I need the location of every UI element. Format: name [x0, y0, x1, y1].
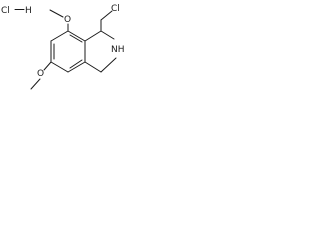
- chlorine-label: Cl: [111, 4, 120, 14]
- aromatic-bond-bottom-right: [67, 61, 86, 73]
- ring-bond-n-c3: [100, 57, 117, 73]
- ring-bond-c1: [84, 30, 102, 42]
- ring-bond-c3-c4: [84, 61, 102, 73]
- salt-chlorine-label: Cl: [1, 6, 10, 16]
- upper-oxygen-label: O: [64, 15, 71, 25]
- salt-hydrogen-label: H: [25, 6, 32, 16]
- ring-bond-c1-n: [100, 30, 115, 40]
- chloromethyl-bond-2: [100, 10, 113, 21]
- lower-oxygen-label: O: [37, 69, 44, 79]
- aromatic-bond-top: [67, 30, 86, 42]
- amine-label: NH: [111, 45, 125, 55]
- aromatic-bond-bottom-left: [50, 61, 69, 73]
- aromatic-double-bond-2: [69, 59, 83, 69]
- aromatic-double-bond-1: [69, 34, 83, 43]
- upper-methyl-bond: [49, 9, 64, 18]
- lower-methyl-bond: [30, 78, 41, 90]
- aromatic-bond-top-left: [50, 30, 69, 42]
- chemical-structure-diagram: Cl H Cl NH O O: [1, 4, 125, 90]
- lower-o-bond: [43, 61, 52, 71]
